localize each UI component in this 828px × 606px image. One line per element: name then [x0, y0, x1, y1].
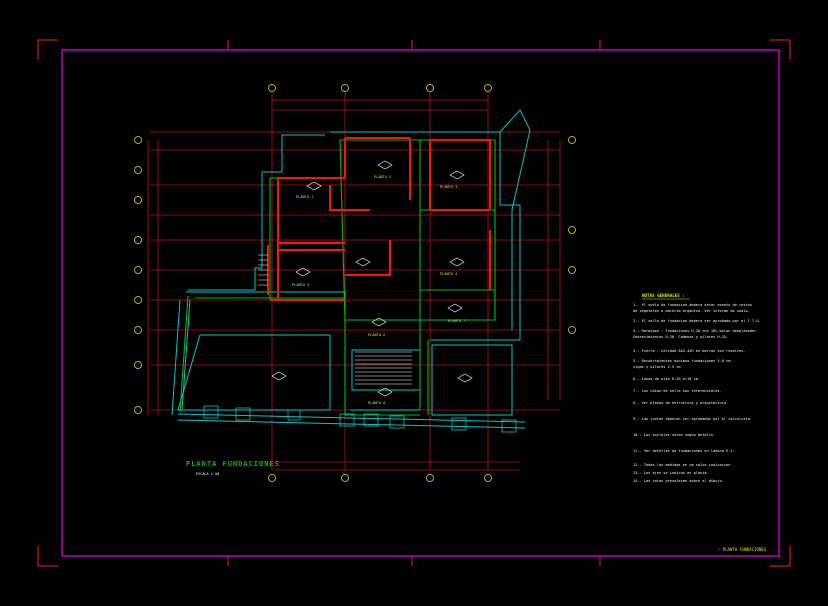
room-label: PLANTA 1 — [296, 195, 313, 199]
note-line: 2.- El sello de fundacion debera ser apr… — [633, 319, 761, 323]
note-line: 4.- Fierro : Calidad A63-42H en barras c… — [633, 349, 746, 353]
dimension-lines — [147, 92, 561, 471]
room-markers — [271, 160, 473, 397]
room-label: PLANTA 3 — [440, 185, 457, 189]
note-line: vigas y pilares 2.5 cm — [633, 365, 681, 369]
notes-heading: NOTAS GENERALES : — [642, 293, 685, 298]
note-line: 14.- Las cotas prevalecen sobre el dibuj… — [633, 479, 724, 483]
footings — [203, 405, 517, 433]
walls-green — [179, 139, 496, 416]
note-line: 8.- Ver planos de estructura y arquitect… — [633, 401, 728, 405]
note-line: 11.- Ver detalles de fundaciones en lami… — [633, 449, 735, 453]
room-label: PLANTA 6 — [368, 333, 385, 337]
note-line: 13.- Los ejes se indican en planta. — [633, 471, 709, 475]
note-line: de vegetales o materia organica. Ver inf… — [633, 309, 750, 313]
drawing-scale: ESCALA 1:50 — [196, 472, 219, 476]
note-line: 6.- Losas de piso H-20 e=10 cm. — [633, 377, 700, 381]
crop-marks — [37, 39, 791, 567]
drawing-title: PLANTA FUNDACIONES — [186, 460, 280, 468]
sheet-frame — [61, 49, 780, 557]
room-label: PLANTA 5 — [292, 283, 309, 287]
note-line: 12.- Todas las medidas en cm salvo indic… — [633, 463, 733, 467]
room-label: PLANTA 2 — [374, 175, 391, 179]
note-line: 5.- Recubrimientos minimos fundaciones 5… — [633, 359, 730, 363]
note-line: 7.- Las cotas de sello son referenciales… — [633, 389, 722, 393]
stairs — [258, 254, 412, 385]
general-notes: NOTAS GENERALES : 1.- El suelo de fundac… — [633, 293, 761, 483]
note-line: 9.- Las juntas deberan ser aprobadas por… — [633, 417, 752, 421]
walls-red — [267, 137, 491, 301]
room-labels: PLANTA 1 PLANTA 2 PLANTA 3 PLANTA 4 PLAN… — [292, 175, 465, 405]
note-line: Sobrecimientos H-20. Cadenas y pilares H… — [633, 335, 728, 339]
axis-bubbles — [134, 84, 576, 482]
note-line: 10.- Los anclajes seran segun detalle. — [633, 433, 715, 437]
room-label: PLANTA 7 — [448, 319, 465, 323]
room-label: PLANTA 8 — [368, 401, 385, 405]
foundation-cyan — [171, 109, 531, 429]
room-label: PLANTA 4 — [440, 272, 457, 276]
note-line: 1.- El suelo de fundacion debera estar e… — [633, 303, 752, 307]
note-line: 3.- Hormigon : Fundaciones H-20 con 10% … — [633, 329, 759, 333]
title-block-label: — PLANTA FUNDACIONES — [718, 547, 767, 552]
